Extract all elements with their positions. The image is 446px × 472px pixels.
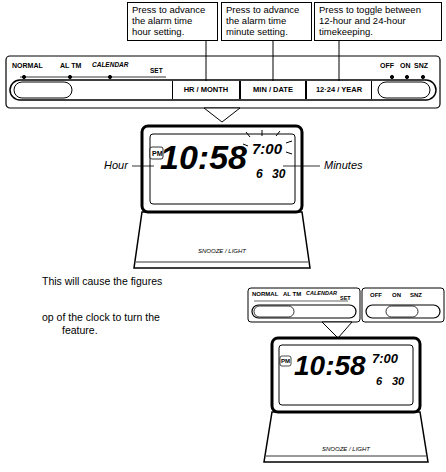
button-label: SNOOZE / LIGHT	[198, 248, 246, 254]
callout-text: Press to advance the alarm time hour set…	[132, 5, 213, 38]
clock-base	[264, 412, 428, 462]
button-label: HR / MONTH	[173, 81, 239, 99]
lcd-digit: 6	[376, 376, 382, 387]
control-panel	[248, 288, 360, 322]
base-edge	[136, 262, 308, 263]
lcd-digit: 6	[256, 168, 263, 180]
instruction-text: feature.	[62, 325, 98, 336]
callout-text: Press to toggle between 12-hour and 24-h…	[319, 5, 437, 38]
lcd-time: 10:58	[294, 352, 366, 380]
callout-leader	[273, 41, 274, 81]
switch-position: ON	[400, 62, 411, 69]
lcd-time: 10:58	[160, 140, 247, 174]
control-panel	[362, 288, 444, 322]
switch-position: SET	[340, 296, 351, 302]
scale-dot	[22, 75, 25, 78]
switch-position: SET	[150, 68, 163, 75]
callout-box: Press to advance the alarm time hour set…	[127, 2, 218, 41]
slider-strip	[366, 305, 440, 318]
lcd-digit: 30	[272, 168, 285, 180]
switch-position: AL TM	[283, 291, 301, 297]
lcd-alarm-time: 7:00	[372, 352, 398, 365]
button: MIN / DATE	[240, 81, 306, 99]
button-label: SNOOZE / LIGHT	[322, 446, 370, 452]
button: HR / MONTH	[172, 81, 240, 99]
button-label: 12·24 / YEAR	[307, 81, 371, 99]
switch-position: CALENDAR	[306, 291, 337, 297]
slider-strip	[10, 80, 436, 100]
leader-line	[132, 166, 154, 167]
callout-text: Press to advance the alarm time minute s…	[226, 5, 307, 38]
slider-strip	[252, 305, 356, 318]
pm-frame	[280, 356, 291, 366]
switch-position: SNZ	[410, 292, 422, 298]
pointer	[204, 108, 240, 122]
button-label: MIN / DATE	[241, 81, 305, 99]
instruction-text: This will cause the figures	[42, 276, 162, 287]
scale-dot	[405, 75, 408, 78]
button: 12·24 / YEAR	[306, 81, 372, 99]
scale-dot	[390, 75, 393, 78]
callout-leader	[339, 41, 340, 81]
leader-line	[283, 166, 320, 167]
lcd-digit: 30	[392, 376, 404, 387]
switch-position: OFF	[380, 62, 394, 69]
slider-scale	[20, 77, 166, 78]
control-panel	[6, 56, 440, 108]
callout-leader	[206, 41, 207, 81]
base-edge	[266, 456, 426, 457]
clock-base	[134, 212, 310, 268]
scale-dot	[421, 75, 424, 78]
lcd-alarm-time: 7:00	[252, 141, 282, 156]
slider-knob	[14, 82, 72, 98]
lcd-screen	[150, 134, 295, 204]
switch-position: AL TM	[60, 62, 81, 69]
clock-housing	[142, 126, 302, 212]
switch-position: NORMAL	[12, 62, 43, 69]
callout-label: Hour	[104, 160, 128, 171]
switch-position: NORMAL	[252, 291, 278, 297]
scale-dot	[108, 75, 111, 78]
slider-knob	[386, 306, 418, 317]
slider-knob	[254, 306, 294, 317]
pointer	[322, 322, 352, 338]
instruction-text: op of the clock to turn the	[42, 312, 160, 323]
switch-position: SNZ	[414, 62, 428, 69]
callout-box: Press to advance the alarm time minute s…	[221, 2, 312, 41]
switch-position: ON	[392, 292, 401, 298]
lcd-screen	[279, 345, 413, 405]
switch-position: OFF	[370, 292, 382, 298]
callout-box: Press to toggle between 12-hour and 24-h…	[314, 2, 442, 41]
slider-knob	[378, 82, 430, 98]
callout-label: Minutes	[324, 160, 363, 171]
scale-dot	[68, 75, 71, 78]
slider-scale	[254, 301, 348, 302]
lcd-indicator: PM	[281, 358, 290, 364]
clock-housing	[272, 338, 420, 412]
switch-position: CALENDAR	[92, 62, 128, 69]
